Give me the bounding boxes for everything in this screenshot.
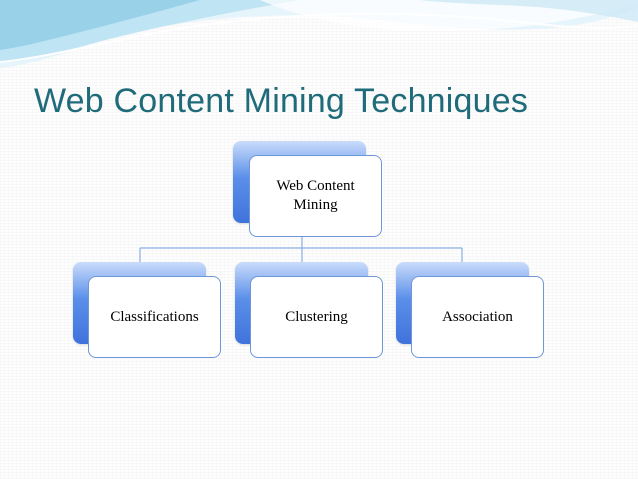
child-node-label: Association bbox=[442, 308, 513, 325]
header-wave-decoration bbox=[0, 0, 638, 68]
root-node-label: Web Content Mining bbox=[276, 178, 355, 213]
child-node-classifications[interactable]: Classifications bbox=[88, 276, 221, 358]
child-node-label: Classifications bbox=[110, 308, 199, 325]
child-node-association[interactable]: Association bbox=[411, 276, 544, 358]
child-node-clustering[interactable]: Clustering bbox=[250, 276, 383, 358]
slide-title: Web Content Mining Techniques bbox=[34, 82, 529, 120]
root-node[interactable]: Web Content Mining bbox=[249, 155, 382, 237]
child-node-label: Clustering bbox=[285, 308, 348, 325]
